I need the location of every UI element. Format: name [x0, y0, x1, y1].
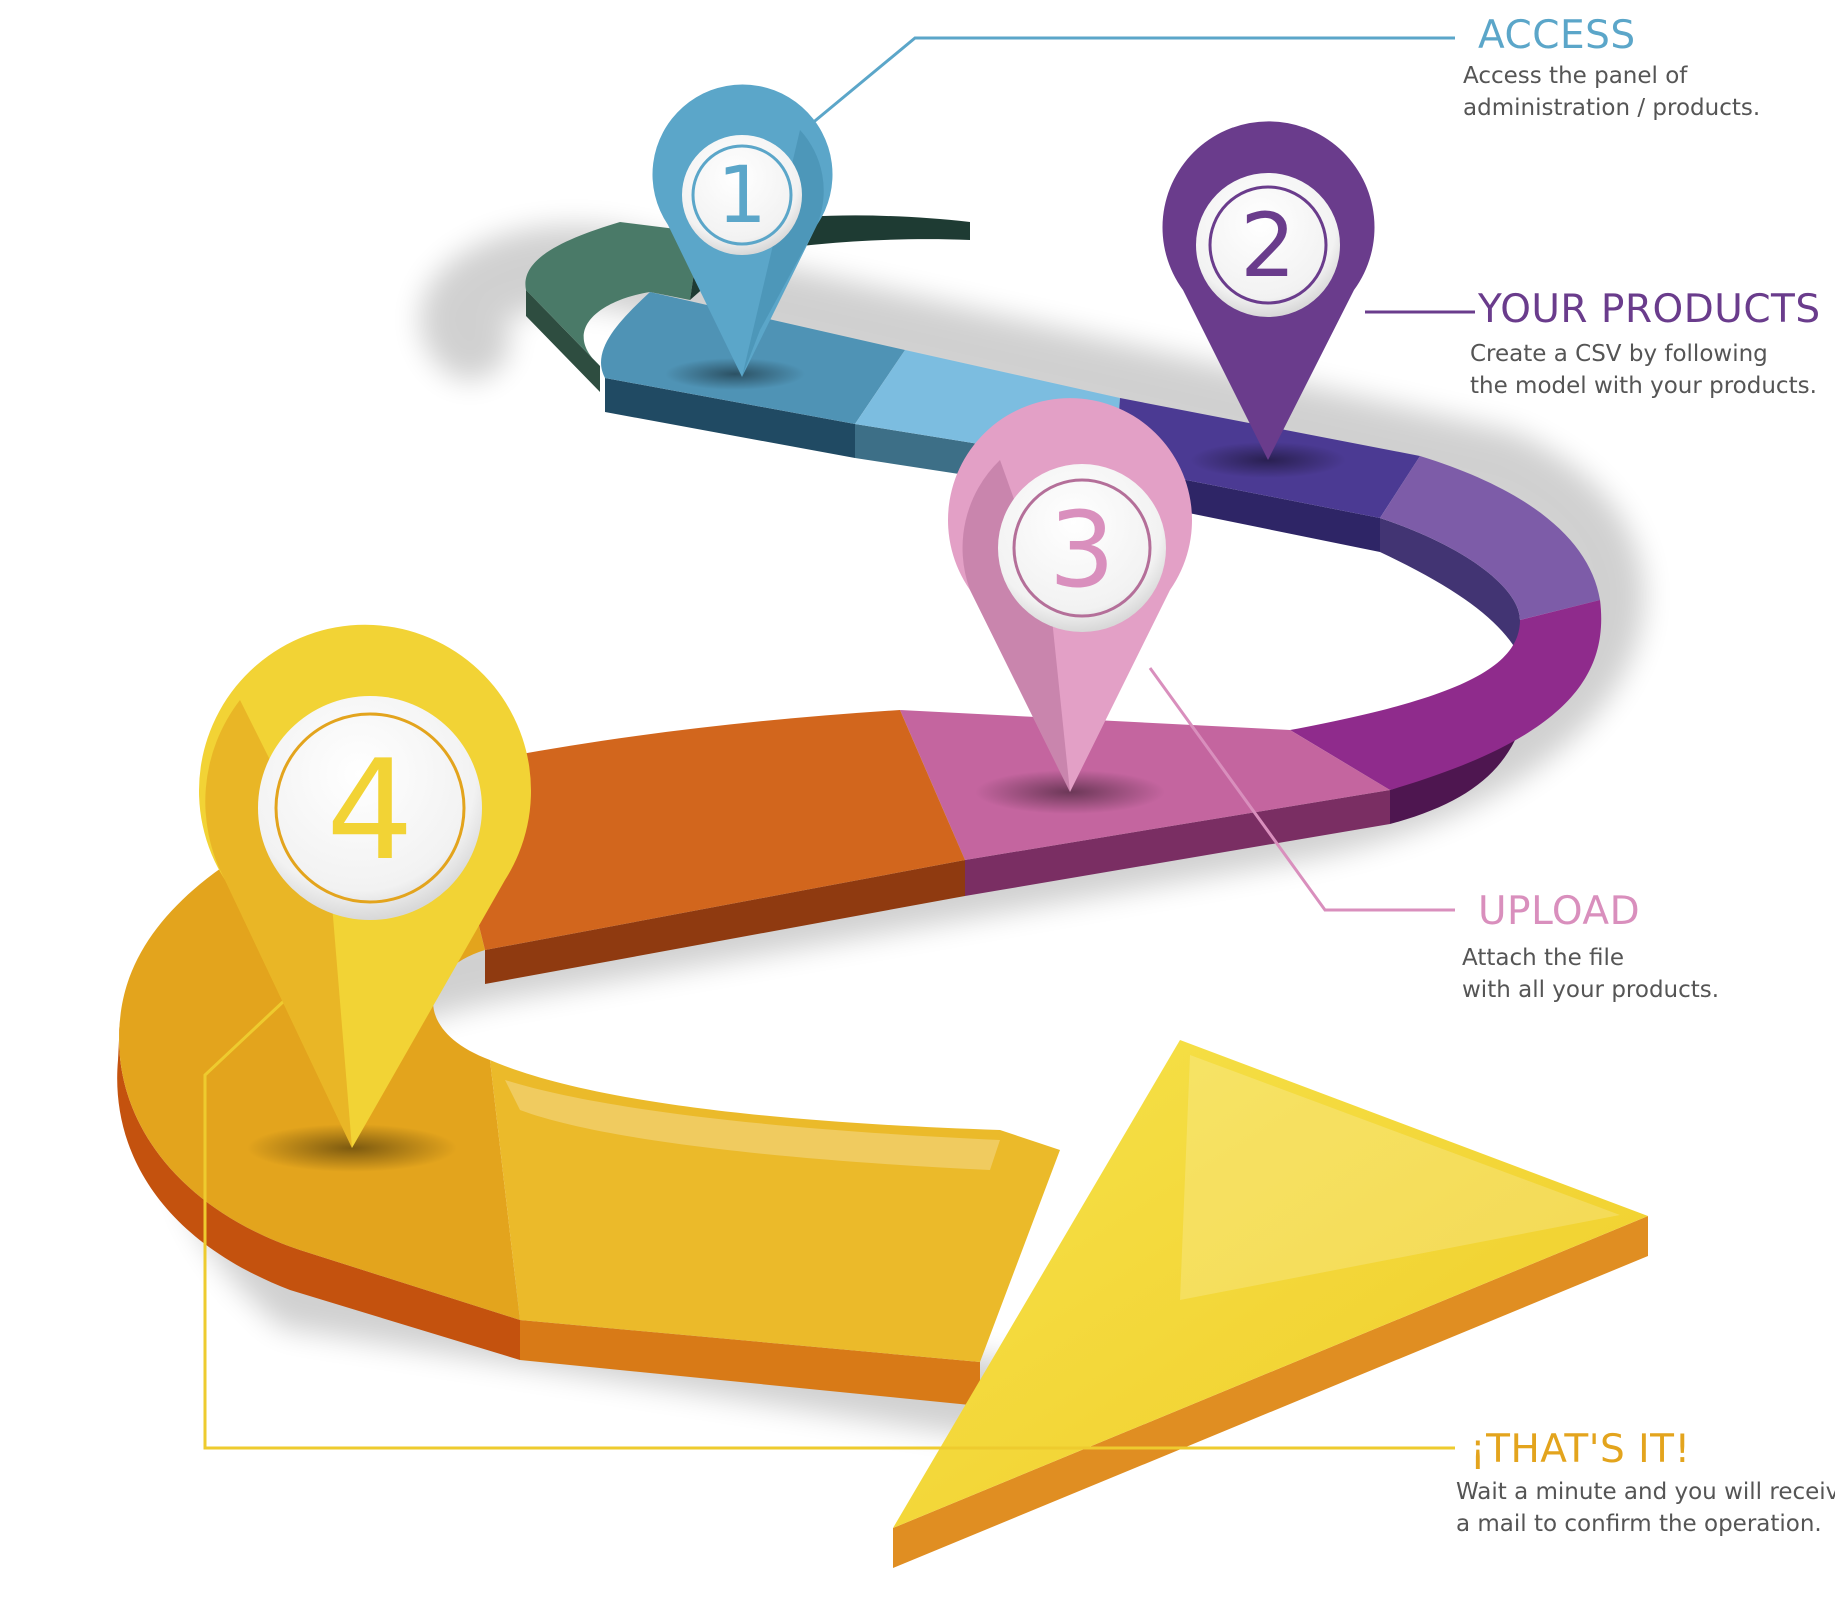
road-segment-green — [525, 222, 700, 366]
road-edge-top-inner — [605, 378, 855, 458]
step-2-title: YOUR PRODUCTS — [1478, 287, 1821, 332]
road-edge-orange — [485, 860, 965, 984]
road-edge-bottom — [520, 1320, 980, 1406]
step-1-desc-line-1: Access the panel of — [1463, 63, 1688, 89]
pin-1: 1 — [652, 84, 833, 378]
road-segment-purple — [1380, 456, 1600, 620]
step-3-desc-line-2: with all your products. — [1462, 977, 1720, 1003]
step-1-desc-line-2: administration / products. — [1463, 95, 1761, 121]
pin-1-number: 1 — [717, 151, 767, 241]
arrow-head — [893, 1040, 1648, 1528]
step-4-desc-line-2: a mail to confirm the operation. — [1456, 1511, 1822, 1537]
road-highlight — [505, 1080, 1000, 1170]
step-3-desc-line-1: Attach the file — [1462, 945, 1625, 971]
pin-4-number: 4 — [326, 730, 414, 891]
pin-3: 3 — [947, 398, 1192, 792]
road-edge-magenta — [1390, 650, 1530, 824]
arrow-head-shine — [1180, 1055, 1620, 1300]
step-3-title: UPLOAD — [1478, 889, 1641, 934]
road-segment-blue — [601, 292, 905, 424]
pin-shadow-1 — [665, 358, 805, 390]
connector-access — [809, 36, 1455, 127]
road-edge-green — [526, 290, 600, 392]
road-segment-orange — [440, 710, 965, 950]
step-4-description: Wait a minute and you will receive a mai… — [1456, 1476, 1835, 1540]
connector-thatsit — [203, 998, 1455, 1450]
pin-2-number: 2 — [1240, 194, 1296, 297]
road-edge-left — [117, 1020, 520, 1360]
step-4-desc-line-1: Wait a minute and you will receive — [1456, 1479, 1835, 1505]
road-segment-yellow — [490, 1060, 1060, 1362]
step-2-desc-line-2: the model with your products. — [1470, 373, 1817, 399]
road-edge-pink — [965, 790, 1390, 896]
step-1-title: ACCESS — [1478, 13, 1636, 58]
road-edge-purple2 — [1380, 518, 1520, 656]
connector-upload — [1148, 667, 1455, 912]
road-segment-magenta — [1290, 600, 1602, 790]
pin-3-number: 3 — [1049, 489, 1115, 611]
step-4-title: ¡THAT'S IT! — [1470, 1427, 1691, 1472]
pin-2: 2 — [1162, 121, 1375, 461]
step-2-desc-line-1: Create a CSV by following — [1470, 341, 1768, 367]
step-2-description: Create a CSV by following the model with… — [1470, 338, 1817, 402]
pin-4: 4 — [198, 624, 531, 1148]
connector-lines — [203, 36, 1475, 1450]
step-3-description: Attach the file with all your products. — [1462, 942, 1719, 1006]
step-1-description: Access the panel of administration / pro… — [1463, 60, 1760, 124]
arrow-edge — [893, 1216, 1648, 1568]
